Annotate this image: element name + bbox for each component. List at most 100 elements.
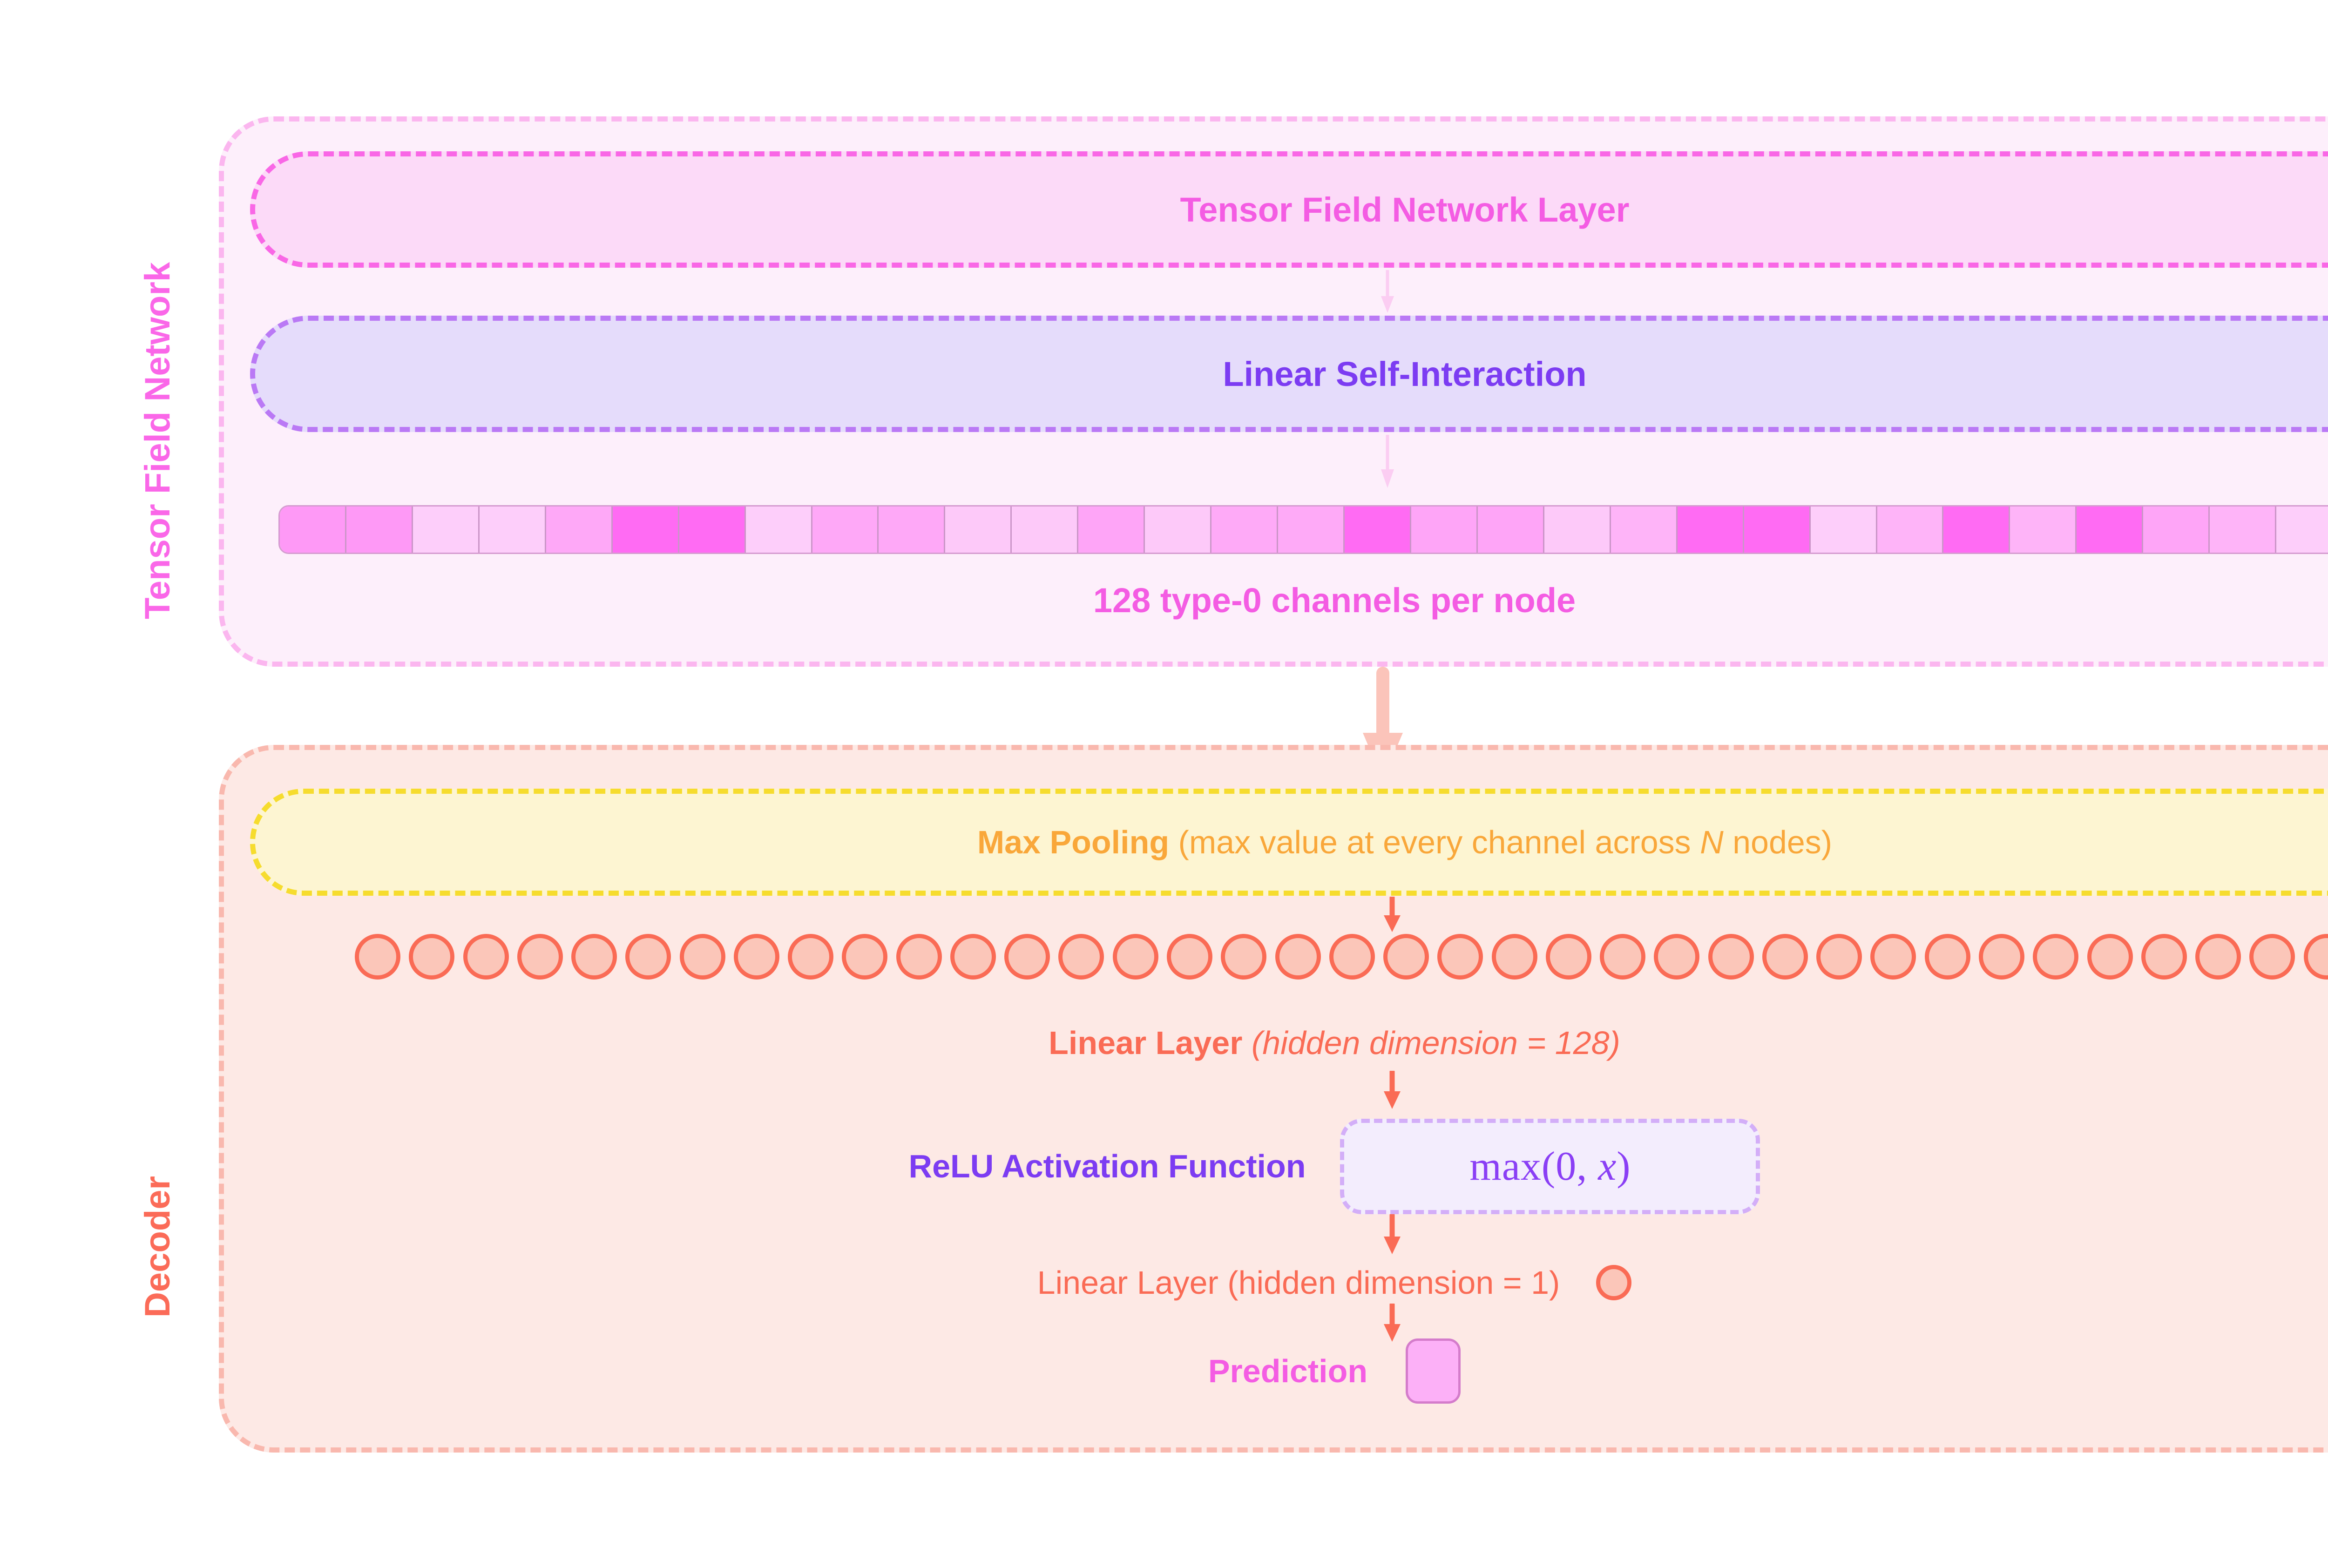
node-circle [1383,934,1429,980]
channel-cell [479,507,546,553]
node-circle [2303,934,2328,980]
linear-layer-1-row: Linear Layer (hidden dimension = 1) [0,1257,2328,1308]
node-circle [2195,934,2241,980]
node-circle [788,934,834,980]
channel-cell [1810,507,1877,553]
channel-cell [1744,507,1811,553]
linear-layer-1-label: Linear Layer (hidden dimension = 1) [1037,1264,1560,1301]
relu-formula-suffix: ) [1617,1143,1631,1189]
node-circle [1978,934,2024,980]
tensor-field-network-side-label: Tensor Field Network [138,262,177,619]
channel-cell [1411,507,1478,553]
prediction-label: Prediction [1208,1353,1368,1389]
node-circle [950,934,996,980]
node-circle [1545,934,1591,980]
channel-cell [1345,507,1411,553]
node-circle [2033,934,2079,980]
max-pooling-bold-text: Max Pooling [977,824,1170,860]
arrow-lsi-to-channels [1381,435,1394,488]
channel-cell [2143,507,2210,553]
node-row [355,931,2328,982]
node-circle [2249,934,2295,980]
channel-cell [1544,507,1611,553]
channel-cell [2210,507,2277,553]
node-circle [1491,934,1537,980]
relu-row: ReLU Activation Function max(0, x) [0,1115,2328,1217]
node-circle [2087,934,2133,980]
relu-formula-prefix: max(0, [1469,1143,1598,1189]
node-circle [463,934,509,980]
max-pooling-suffix-text: nodes) [1723,824,1833,860]
channel-cell [2077,507,2144,553]
arrow-tfn-layer-to-lsi [1381,270,1394,313]
node-circle [1762,934,1808,980]
node-circle [1275,934,1321,980]
node-circle [1166,934,1212,980]
node-circle [1600,934,1646,980]
linear-self-interaction-block[interactable]: Linear Self-Interaction [250,316,2328,432]
node-circle [409,934,455,980]
node-circle [1708,934,1754,980]
channel-cell [879,507,946,553]
node-circle [1437,934,1483,980]
channel-cell [1145,507,1212,553]
prediction-value-box [1406,1338,1461,1404]
node-circle [733,934,779,980]
channel-cell [945,507,1012,553]
node-circle [1816,934,1862,980]
channel-cell [679,507,746,553]
arrow-maxpool-to-nodes [1384,897,1401,932]
linear-layer-128-bold-text: Linear Layer [1049,1025,1243,1061]
relu-formula-text: max(0, x) [1469,1143,1631,1190]
channel-cell [1677,507,1744,553]
channel-cell [1078,507,1145,553]
node-circle [1058,934,1104,980]
node-circle [1329,934,1375,980]
channel-cell [1211,507,1279,553]
node-circle [1654,934,1700,980]
channel-cell [2010,507,2077,553]
node-circle [1924,934,1970,980]
node-circle [1870,934,1916,980]
channel-cell [1877,507,1944,553]
tensor-field-network-layer-label: Tensor Field Network Layer [1180,190,1630,229]
arrow-linear1-to-prediction [1384,1304,1401,1342]
node-circle [2141,934,2187,980]
relu-formula-variable: x [1598,1143,1617,1189]
node-circle [896,934,942,980]
prediction-row: Prediction [0,1336,2328,1406]
linear-layer-128-label: Linear Layer (hidden dimension = 128) [1049,1024,1620,1061]
channel-cell [1012,507,1079,553]
channel-cell [1611,507,1678,553]
relu-formula-box: max(0, x) [1340,1118,1760,1214]
linear-layer-128-row: Linear Layer (hidden dimension = 128) [0,1017,2328,1068]
max-pooling-italic-n: N [1700,824,1724,860]
channels-caption: 128 type-0 channels per node [1093,581,1576,620]
channel-cell [745,507,812,553]
channel-cell [346,507,413,553]
node-circle [679,934,725,980]
channel-cell [1477,507,1544,553]
tensor-field-network-layer-block[interactable]: Tensor Field Network Layer [250,151,2328,268]
channel-cell [280,507,346,553]
node-circle [625,934,671,980]
node-circle [355,934,400,980]
arrow-relu-to-linear1 [1384,1214,1401,1254]
channel-cell [413,507,480,553]
max-pooling-block[interactable]: Max Pooling (max value at every channel … [250,789,2328,896]
channel-cell [812,507,879,553]
linear-layer-128-italic-text: (hidden dimension = 128) [1251,1025,1620,1061]
max-pooling-label: Max Pooling (max value at every channel … [977,824,1832,861]
linear-self-interaction-label: Linear Self-Interaction [1223,354,1587,393]
channel-cell [2276,507,2328,553]
node-circle [842,934,888,980]
channel-cell [546,507,613,553]
node-circle [517,934,563,980]
output-node-circle [1596,1265,1632,1300]
node-circle [1221,934,1267,980]
relu-activation-label: ReLU Activation Function [908,1148,1306,1184]
channel-cell [612,507,679,553]
linear-layer-1-italic-text: (hidden dimension = 1) [1227,1264,1560,1301]
channel-cell [1943,507,2010,553]
